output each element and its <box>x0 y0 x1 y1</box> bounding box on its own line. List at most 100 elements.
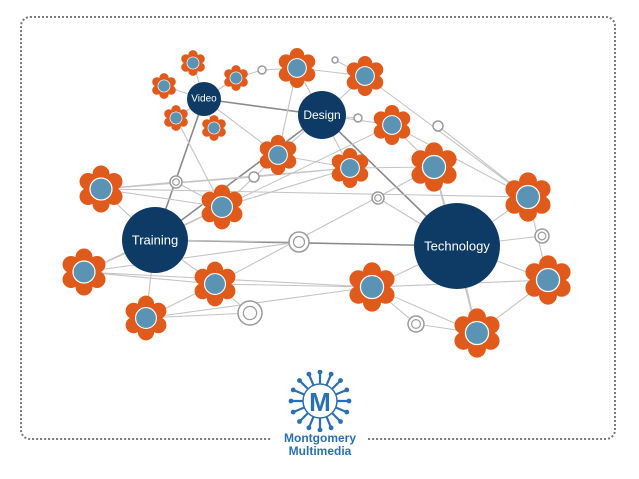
logo-ray-tip <box>317 369 323 375</box>
ring-node-icon <box>237 300 263 326</box>
flower-node-icon <box>181 50 205 76</box>
flower-center <box>72 260 96 284</box>
flower-center <box>207 121 221 135</box>
logo-ray-tip <box>328 425 334 431</box>
flower-center <box>421 154 447 180</box>
ring-inner <box>537 231 547 241</box>
ring-node-icon <box>534 228 550 244</box>
ring-outer <box>371 191 385 205</box>
edge <box>100 188 529 198</box>
flower-node-icon <box>349 262 395 312</box>
logo-ray-tip <box>328 371 334 377</box>
edge <box>214 166 435 285</box>
logo-ray-tip <box>306 425 312 431</box>
hub-design-circle <box>298 91 346 139</box>
hub-technology: Technology <box>414 203 500 289</box>
edge <box>391 124 529 198</box>
logo-ray-tip <box>346 398 352 404</box>
logo-ray-tip <box>338 378 343 383</box>
edge <box>83 271 216 285</box>
ring-outer <box>432 120 444 132</box>
logo-ray-tip <box>288 398 294 404</box>
ring-node-icon <box>288 231 310 253</box>
logo-ray-tip <box>297 378 302 383</box>
edge <box>145 286 373 319</box>
flower-center <box>157 79 171 93</box>
hub-design-label: Design <box>303 108 340 122</box>
logo-letter: M <box>309 387 331 417</box>
flower-center <box>203 272 227 296</box>
flower-center <box>340 158 360 178</box>
logo-ray-tip <box>306 371 312 377</box>
nodes-layer <box>62 48 571 358</box>
edge <box>221 124 393 208</box>
flower-node-icon <box>346 56 384 96</box>
logo-ray-tip <box>290 409 296 415</box>
flower-center <box>464 320 490 346</box>
hub-design: Design <box>298 91 346 139</box>
flower-node-icon <box>202 115 226 141</box>
flower-node-icon <box>525 255 571 305</box>
logo-ray-tip <box>344 409 350 415</box>
hubs-layer: Video Design Training Technology <box>122 82 500 289</box>
montgomery-multimedia-logo: M Montgomery Multimedia <box>272 369 368 466</box>
ring-node-icon <box>248 171 260 183</box>
ring-inner <box>411 319 422 330</box>
logo-ray-tip <box>290 387 296 393</box>
flower-node-icon <box>259 135 297 175</box>
hub-technology-circle <box>414 203 500 289</box>
ring-node-icon <box>257 65 267 75</box>
flower-node-icon <box>454 308 500 358</box>
hub-training: Training <box>122 207 188 273</box>
ring-inner <box>172 178 180 186</box>
ring-outer <box>534 228 550 244</box>
ring-inner <box>292 235 306 249</box>
ring-outer <box>257 65 267 75</box>
ring-outer <box>331 56 339 64</box>
logo-line-1: Montgomery <box>284 431 356 445</box>
flower-center <box>210 195 234 219</box>
ring-outer <box>353 113 363 123</box>
flower-center <box>287 58 307 78</box>
ring-outer <box>237 300 263 326</box>
logo-ray-tip <box>317 427 323 433</box>
flower-node-icon <box>505 172 551 222</box>
flower-node-icon <box>125 295 167 341</box>
logo-ray-tip <box>338 419 343 424</box>
flower-center <box>229 71 243 85</box>
hub-training-label: Training <box>132 233 178 248</box>
hub-video-circle <box>187 82 221 116</box>
ring-node-icon <box>407 315 425 333</box>
ring-outer <box>407 315 425 333</box>
flower-node-icon <box>278 48 316 88</box>
logo-emblem-icon: M <box>288 369 352 433</box>
flower-node-icon <box>201 184 243 230</box>
ring-inner <box>374 194 382 202</box>
flower-node-icon <box>194 261 236 307</box>
logo-starburst <box>288 369 352 433</box>
ring-node-icon <box>169 175 183 189</box>
edge <box>364 75 529 198</box>
ring-node-icon <box>432 120 444 132</box>
flower-node-icon <box>164 105 188 131</box>
ring-outer <box>248 171 260 183</box>
flower-node-icon <box>224 65 248 91</box>
edge <box>221 167 351 208</box>
flower-node-icon <box>331 148 369 188</box>
hub-technology-label: Technology <box>424 239 490 254</box>
flower-center <box>535 267 561 293</box>
logo-line-2: Multimedia <box>288 444 352 458</box>
edge <box>83 241 300 273</box>
flower-center <box>268 145 288 165</box>
flower-center <box>134 306 158 330</box>
hub-video: Video <box>187 82 221 116</box>
ring-outer <box>288 231 310 253</box>
flower-node-icon <box>152 73 176 99</box>
flower-center <box>515 184 541 210</box>
edge <box>214 283 373 288</box>
flower-center <box>355 66 375 86</box>
flower-node-icon <box>411 142 457 192</box>
flower-center <box>186 56 200 70</box>
